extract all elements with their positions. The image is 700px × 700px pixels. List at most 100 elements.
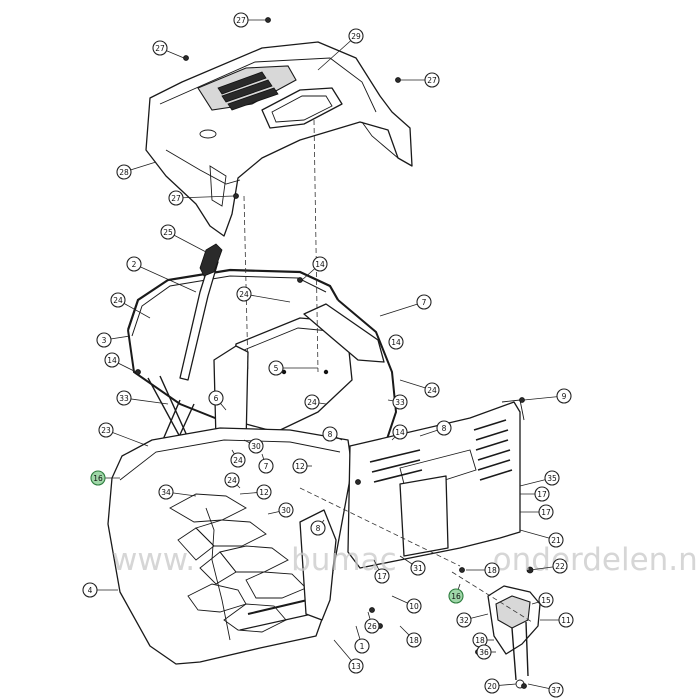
callout-label: 24 [307,398,317,407]
callout-27: 27 [168,190,235,206]
callout-label: 23 [101,426,111,435]
callout-26: 26 [364,611,380,634]
callout-label: 8 [328,430,333,439]
callout-27: 27 [233,12,266,28]
callout-14: 14 [388,334,404,350]
callout-label: 17 [541,508,551,517]
callout-label: 37 [551,686,561,695]
watermark-suffix: onderdelen.nl [493,542,700,578]
callout-leader [133,263,197,293]
callout-bubble [552,558,568,574]
callout-label: 18 [409,636,419,645]
callout-label: 5 [274,364,279,373]
callout-leader [379,301,425,317]
callout-bubble [236,286,252,302]
callout-bubble [292,458,308,474]
callout-30: 30 [243,438,264,454]
callout-bubble [258,458,274,474]
callout-label: 27 [236,16,246,25]
callout-label: 34 [161,488,171,497]
callout-label: 27 [427,76,437,85]
callout-bubble [548,682,564,698]
callout-14: 14 [391,424,408,441]
callout-bubble [348,658,364,674]
callout-bubble [278,502,294,518]
side-panel [347,399,525,569]
callout-28: 28 [116,161,157,180]
callout-bubble [448,588,464,604]
callout-label: 14 [107,356,117,365]
callout-33: 33 [387,394,408,410]
callout-32: 32 [456,612,489,628]
callout-11: 11 [540,612,574,628]
callout-12: 12 [239,484,272,500]
callout-14: 14 [104,352,137,373]
callout-8: 8 [310,519,326,536]
callout-label: 17 [377,572,387,581]
callout-bubble [424,382,440,398]
callout-18: 18 [466,562,500,578]
callout-label: 16 [451,592,461,601]
callout-27: 27 [400,72,440,88]
callout-5: 5 [268,360,318,376]
callout-leader [243,293,291,303]
pedal-bracket [487,566,541,689]
callout-bubble [116,164,132,180]
callout-bubble [364,618,380,634]
callout-24: 24 [236,286,291,303]
callout-bubble [558,612,574,628]
callout-bubble [456,612,472,628]
callout-bubble [208,390,224,406]
callout-bubble [104,352,120,368]
callout-35: 35 [519,470,560,487]
callout-7: 7 [258,453,274,474]
callout-bubble [556,388,572,404]
callout-bubble [406,632,422,648]
callout-18: 18 [399,625,422,648]
callout-29: 29 [317,28,364,71]
callout-12: 12 [292,458,312,474]
callout-label: 1 [360,642,365,651]
callout-bubble [110,292,126,308]
callout-bubble [416,294,432,310]
callout-14: 14 [301,256,328,281]
callout-bubble [96,332,112,348]
callout-bubble [348,28,364,44]
callout-21: 21 [519,529,564,548]
callout-label: 9 [562,392,567,401]
callout-label: 30 [251,442,261,451]
callout-bubble [126,256,142,272]
callout-bubble [248,438,264,454]
callout-bubble [388,334,404,350]
callout-label: 16 [93,474,103,483]
callout-36: 36 [476,644,496,660]
callout-label: 7 [422,298,427,307]
callout-bubble [392,394,408,410]
callout-bubble [484,562,500,578]
callout-bubble [374,568,390,584]
callout-label: 8 [442,424,447,433]
callout-24: 24 [110,292,151,319]
callout-bubble [90,470,106,486]
callout-bubble [224,472,240,488]
callout-label: 2 [132,260,137,269]
callout-label: 24 [427,386,437,395]
callout-label: 17 [537,490,547,499]
callout-2: 2 [126,256,197,293]
callout-bubble [354,638,370,654]
callout-4: 4 [82,582,118,598]
callout-bubble [116,390,132,406]
callout-label: 35 [547,474,557,483]
callout-label: 14 [391,338,401,347]
callout-37: 37 [527,682,564,698]
callout-label: 6 [214,394,219,403]
callout-label: 27 [155,44,165,53]
callout-label: 24 [227,476,237,485]
callout-label: 3 [102,336,107,345]
callout-label: 10 [409,602,419,611]
callout-bubble [160,224,176,240]
callout-23: 23 [98,422,149,447]
callout-label: 25 [163,228,173,237]
callout-27: 27 [152,40,185,59]
